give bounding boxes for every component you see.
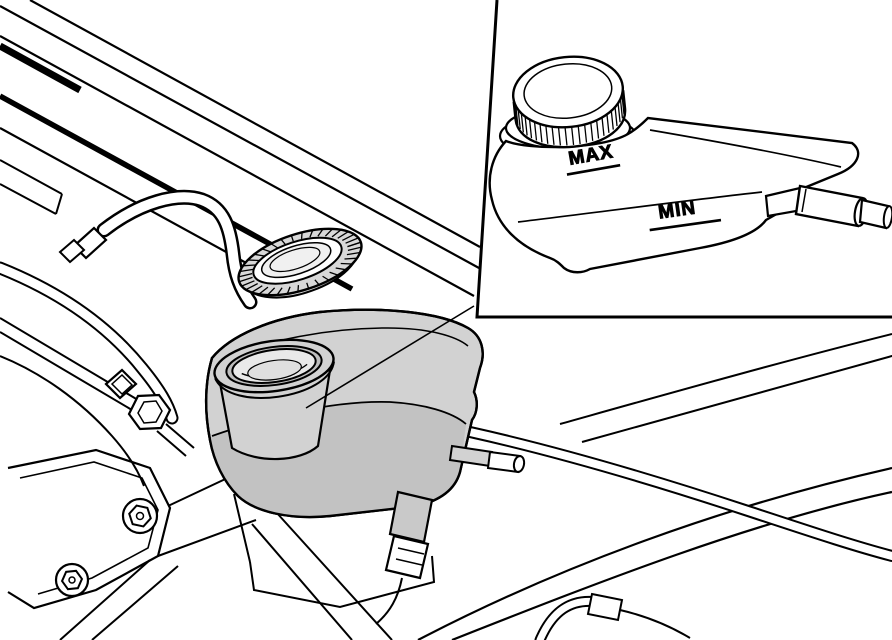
bolt-center [135,511,145,521]
callout-line [305,305,475,409]
bracket-shadow-lines [251,511,393,640]
inset-border [475,0,892,319]
pipe-lower [0,355,145,487]
bracket-rib-lines [59,473,257,640]
max-underline [566,163,621,176]
fitting-ring [801,188,807,213]
harness-line [581,355,892,443]
reservoir-cap-removed [237,227,363,299]
cowl-bracket [0,159,63,215]
pipe-hex-fitting-inner [137,400,163,424]
metal-pipes [0,317,195,487]
lower-left-hose [0,261,179,425]
reservoir-body-outline [204,308,484,519]
opening-fluid-line [247,359,302,381]
lower-harness-and-hoses [251,333,892,640]
filler-opening [213,338,335,399]
chassis-line [417,466,892,640]
bottom-hose-connector [586,592,624,622]
pipe-clip [104,368,138,400]
cap-thread-ring-inner [269,246,321,273]
mount-lines [233,493,436,609]
bracket-outer-edge [7,448,172,610]
upper-left-hose [58,189,258,310]
cap-thread-ring [260,241,332,279]
bracket-inner-edge [19,461,159,595]
hood-line [0,5,480,269]
bolt-center [68,576,76,584]
hood-line [0,35,475,297]
hose-core [0,263,177,423]
cap-knurl-ribs [238,228,362,296]
level-sensor-connector [384,534,430,580]
bolt-head [60,569,84,591]
vent-nipple-end [512,455,526,473]
inset-reservoir-body [488,116,860,274]
opening-lip [214,361,335,399]
harness-line [559,333,892,425]
reservoir-hose-core [466,428,892,560]
mounting-bracket [7,448,257,640]
pipe-stub [156,423,195,457]
chassis-line [451,490,892,640]
inset-panel: MAX MIN [475,0,892,319]
inset-reservoir-cap [511,55,627,149]
min-underline [649,218,722,232]
hex-bolt [54,562,90,598]
sensor-wire [375,577,403,625]
hose-core [99,192,255,307]
bottom-hose-tail [619,609,691,639]
level-sensor-body [388,490,434,544]
hose-fitting-nut [58,238,86,264]
connector-detail-lines [395,547,425,566]
cap-knurl-ribs [515,94,625,146]
pipe-clip-inner [110,373,134,396]
reservoir-mount-bracket [233,493,436,609]
cowl-edge-thick [0,42,82,94]
brake-fluid-reservoir [204,308,526,625]
inset-top-ridge [649,129,842,168]
hex-bolt [121,497,159,535]
hood-line [29,0,481,248]
bolt-head [128,504,152,528]
inset-body-seam [517,191,763,223]
